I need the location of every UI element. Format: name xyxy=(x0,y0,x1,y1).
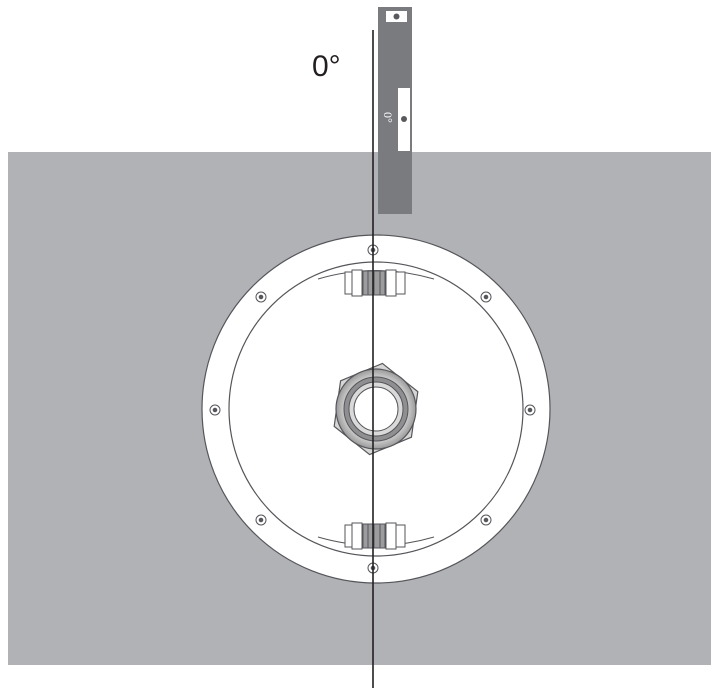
tool-top-dot xyxy=(393,13,400,20)
tool-scale-dot xyxy=(401,116,407,122)
tool-scale-label: 0° xyxy=(381,112,395,123)
mounting-clip-icon xyxy=(317,522,435,550)
hex-nut-icon xyxy=(333,362,419,456)
screw-icon xyxy=(255,291,267,303)
speaker-plate xyxy=(201,234,551,584)
screw-icon xyxy=(480,514,492,526)
screw-icon xyxy=(255,514,267,526)
screw-icon xyxy=(524,404,536,416)
inner-ring xyxy=(228,261,524,557)
alignment-tool: 0° xyxy=(378,7,412,214)
screw-icon xyxy=(209,404,221,416)
screw-icon xyxy=(480,291,492,303)
screws xyxy=(209,244,536,574)
mounting-clip-icon xyxy=(317,269,435,297)
angle-label: 0° xyxy=(312,50,341,83)
